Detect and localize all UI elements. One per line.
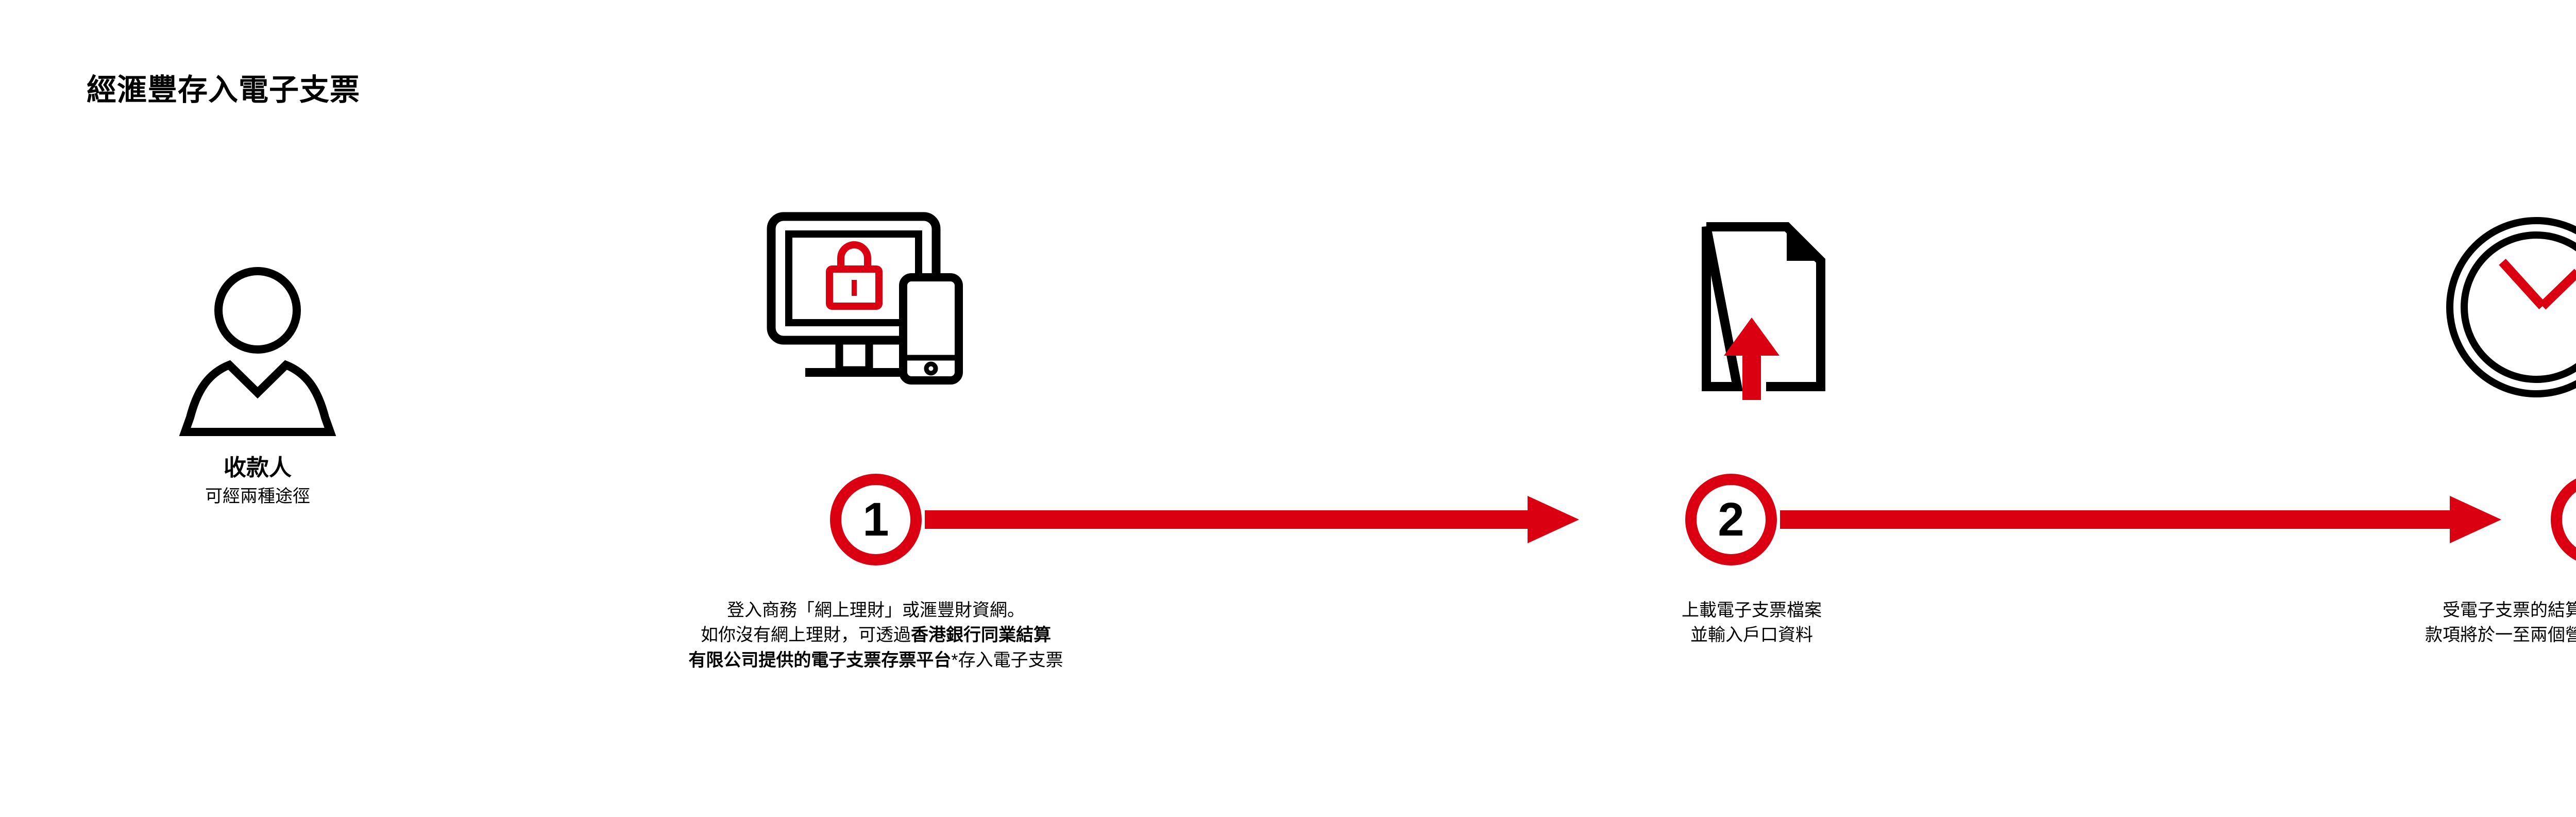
step-badge-2[interactable]: 2 (1685, 474, 1777, 565)
payee-sublabel: 可經兩種途徑 (205, 487, 310, 506)
payee-icon-wrap (98, 222, 417, 438)
person-icon (179, 267, 336, 436)
step-3-icon-wrap (2205, 196, 2576, 402)
caption-run: 款項將於一至兩個營業日內存入 (2425, 625, 2576, 645)
monitor-lock-mobile-icon (767, 212, 963, 385)
step-2-caption-line-2: 並輸入戶口資料 (1412, 623, 2092, 647)
step-badge-3[interactable]: 3 (2551, 478, 2576, 561)
step-3-caption-line-2: 款項將於一至兩個營業日內存入 (2205, 623, 2576, 647)
caption-run: 上載電子支票檔案 (1682, 601, 1822, 620)
page-title: 經滙豐存入電子支票 (87, 73, 361, 107)
caption-run: 香港銀行同業結算 (911, 625, 1051, 645)
step-1-icon-wrap (319, 196, 1432, 402)
step-3-caption-line-1: 受電子支票的結算所規範， (2205, 598, 2576, 623)
step-1-caption-line-2: 如你沒有網上理財，可透過香港銀行同業結算 (319, 623, 1432, 647)
caption-run: 受電子支票的結算所規範， (2443, 601, 2576, 620)
step-2-icon-wrap (1412, 196, 2092, 402)
step-1-caption: 登入商務「網上理財」或滙豐財資網。如你沒有網上理財，可透過香港銀行同業結算有限公… (319, 598, 1432, 673)
payee-block: 收款人 可經兩種途徑 (98, 222, 417, 508)
step-badge-1[interactable]: 1 (830, 474, 922, 565)
caption-run: 如你沒有網上理財，可透過 (701, 625, 911, 645)
payee-label: 收款人 (224, 455, 292, 480)
connector-2-to-3 (1780, 496, 2501, 543)
document-upload-icon (1702, 222, 1825, 400)
step-2-caption-line-1: 上載電子支票檔案 (1412, 598, 2092, 623)
step-badge-2-number: 2 (1718, 493, 1744, 546)
step-1-caption-line-3: 有限公司提供的電子支票存票平台*存入電子支票 (319, 648, 1432, 673)
caption-run: 登入商務「網上理財」或滙豐財資網。 (727, 601, 1025, 620)
connector-1-to-2 (925, 496, 1579, 543)
caption-run: 存入電子支票 (958, 650, 1063, 670)
step-badge-1-number: 1 (862, 493, 889, 546)
caption-run: * (951, 650, 958, 670)
caption-run: 有限公司提供的電子支票存票平台 (688, 650, 952, 670)
step-1-caption-line-1: 登入商務「網上理財」或滙豐財資網。 (319, 598, 1432, 623)
caption-run: 並輸入戶口資料 (1690, 625, 1813, 645)
step-3-caption: 受電子支票的結算所規範， 款項將於一至兩個營業日內存入 (2205, 598, 2576, 648)
clock-coins-icon (2446, 217, 2576, 397)
step-2-caption: 上載電子支票檔案並輸入戶口資料 (1412, 598, 2092, 648)
